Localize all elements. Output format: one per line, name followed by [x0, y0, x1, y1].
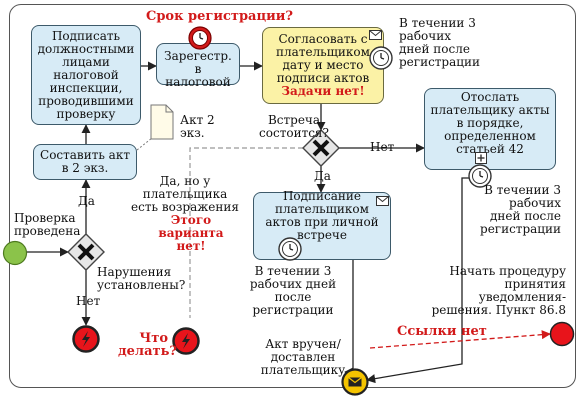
- task-make-act-label: Составить акт в 2 экз.: [40, 148, 130, 175]
- task-sign-meeting[interactable]: Подписание плательщиком актов при личной…: [253, 189, 391, 260]
- label-violations: Нарушения установлены?: [97, 265, 186, 292]
- label-reg-deadline: Срок регистрации?: [146, 9, 293, 24]
- label-no-link: Ссылки нет: [397, 324, 487, 339]
- task-sign-meeting-label: Подписание плательщиком актов при личной…: [265, 189, 379, 242]
- start-event-icon[interactable]: [2, 240, 28, 266]
- envelope-icon: [376, 196, 389, 206]
- task-register[interactable]: Зарегестр. в налоговой: [156, 43, 240, 88]
- task-send-act[interactable]: Отослать плательщику акты в порядке, опр…: [424, 88, 556, 170]
- label-no-bottom: Нет: [76, 294, 101, 308]
- x-gateway-icon[interactable]: [67, 233, 105, 271]
- clock-icon: [369, 46, 393, 70]
- x-gateway-icon[interactable]: [302, 129, 340, 167]
- document-icon: [150, 104, 174, 140]
- clock-icon: [188, 26, 212, 50]
- label-meeting-question: Встреча состоится?: [259, 113, 329, 140]
- clock-icon: [468, 164, 492, 188]
- task-agree-date[interactable]: Согласовать с плательщиком дату и место …: [262, 27, 384, 104]
- task-sign-officials-label: Подписать должностными лицами налоговой …: [37, 28, 135, 121]
- label-act-doc: Акт 2 экз.: [180, 113, 215, 140]
- label-within3-right: В течении 3 рабочих дней после регистрац…: [480, 183, 561, 236]
- label-objection: Да, но у плательщика есть возражения: [131, 174, 239, 214]
- label-objection-note: Этого варианта нет!: [158, 213, 224, 253]
- label-yes-left: Да: [78, 194, 95, 208]
- pool-frame: [9, 4, 576, 388]
- task-agree-date-label: Согласовать с плательщиком дату и место …: [276, 32, 370, 85]
- label-no: Нет: [370, 140, 395, 154]
- task-send-act-label: Отослать плательщику акты в порядке, опр…: [430, 89, 550, 156]
- flow-missing-link: [369, 330, 551, 349]
- label-within3-top: В течении 3 рабочих дней после регистрац…: [399, 16, 480, 69]
- label-act-delivered: Акт вручен/доставлен плательщику: [260, 337, 346, 377]
- label-check-done: Проверка проведена: [14, 211, 81, 238]
- task-agree-date-note: Задачи нет!: [281, 84, 365, 98]
- task-make-act[interactable]: Составить акт в 2 экз.: [33, 144, 137, 180]
- lightning-icon[interactable]: [72, 325, 100, 353]
- association-act-doc: [136, 137, 153, 151]
- task-sign-officials[interactable]: Подписать должностными лицами налоговой …: [31, 25, 141, 125]
- flow-objection: [189, 147, 303, 318]
- task-register-label: Зарегестр. в налоговой: [164, 48, 232, 89]
- message-event-icon[interactable]: [341, 368, 369, 396]
- clock-icon: [278, 237, 302, 261]
- label-what-to-do: Что делать?: [118, 331, 178, 359]
- label-start-procedure: Начать процедуру принятия уведомления-ре…: [431, 264, 566, 317]
- end-event-icon[interactable]: [549, 321, 575, 347]
- lightning-icon[interactable]: [172, 327, 200, 355]
- plus-marker-icon: [475, 152, 487, 164]
- label-within3-bottom: В течении 3 рабочих дней после регистрац…: [249, 264, 337, 317]
- envelope-icon: [369, 30, 382, 40]
- label-yes: Да: [314, 169, 331, 183]
